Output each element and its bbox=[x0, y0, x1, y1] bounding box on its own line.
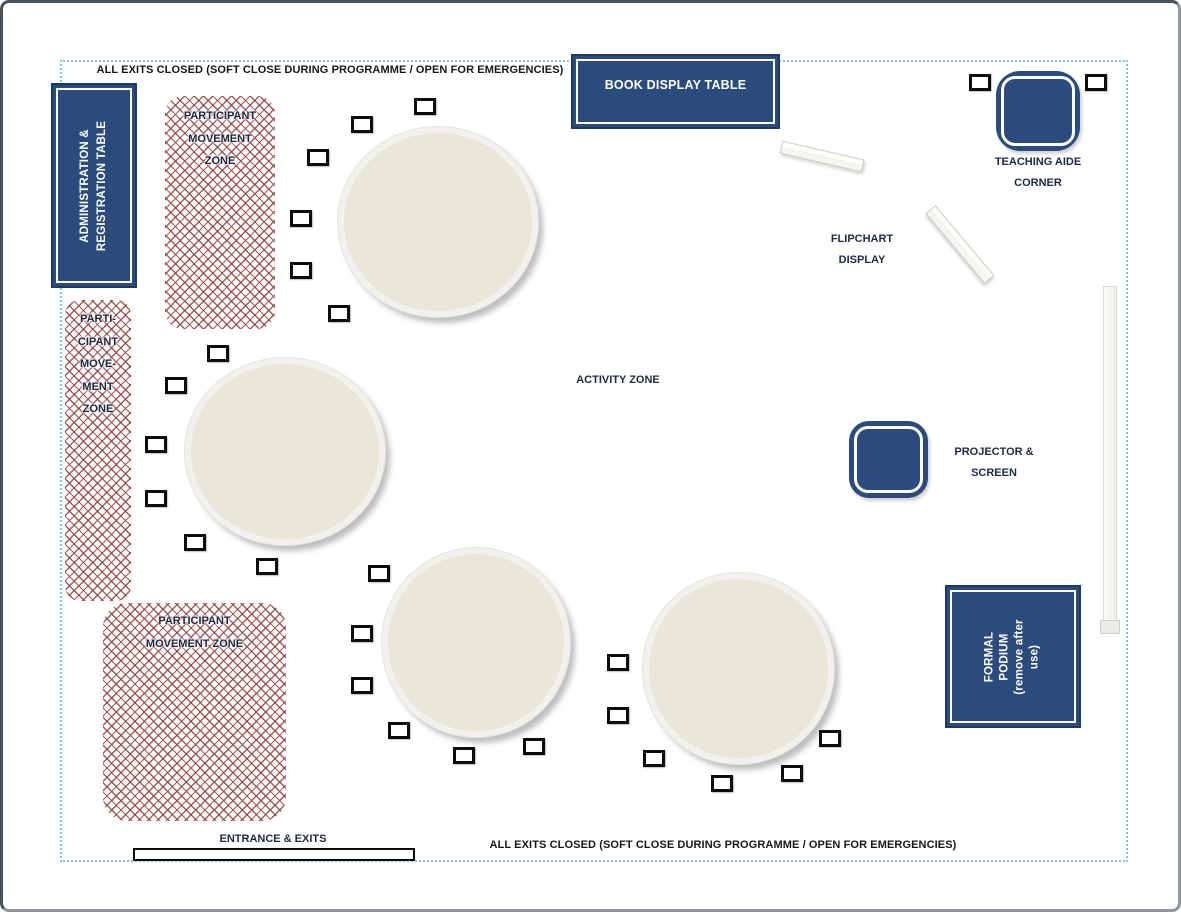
chair bbox=[523, 738, 545, 755]
zone-bottom-line2: MOVEMENT ZONE bbox=[145, 637, 244, 650]
book-display-table: BOOK DISPLAY TABLE bbox=[571, 54, 780, 129]
chair bbox=[351, 116, 373, 133]
projector-label-line2: SCREEN bbox=[971, 467, 1017, 479]
round-table bbox=[382, 548, 570, 737]
chair bbox=[351, 677, 373, 694]
chair bbox=[1085, 74, 1107, 91]
participant-zone-left: PARTI- CIPANT MOVE- MENT ZONE bbox=[65, 300, 131, 601]
chair bbox=[165, 377, 187, 394]
chair bbox=[388, 722, 410, 739]
podium-label-line3: (remove after bbox=[1014, 618, 1026, 695]
chair bbox=[184, 534, 206, 551]
teaching-aide-label-line1: TEACHING AIDE bbox=[994, 156, 1082, 168]
formal-podium: FORMAL PODIUM (remove after use) bbox=[945, 585, 1081, 728]
zone-left-line1: PARTI- bbox=[80, 313, 116, 325]
chair bbox=[607, 707, 629, 724]
chair bbox=[145, 490, 167, 507]
projection-screen-bar bbox=[1103, 286, 1117, 622]
chair bbox=[781, 765, 803, 782]
chair bbox=[453, 747, 475, 764]
chair bbox=[207, 345, 229, 362]
zone-left-line3: MOVE- bbox=[79, 358, 117, 370]
round-table bbox=[643, 573, 834, 764]
chair bbox=[351, 625, 373, 642]
zone-top-line1: PARTICIPANT bbox=[183, 110, 257, 122]
bottom-exit-notice: ALL EXITS CLOSED (SOFT CLOSE DURING PROG… bbox=[489, 839, 957, 851]
flipchart-label-line2: DISPLAY bbox=[838, 254, 886, 266]
chair bbox=[414, 98, 436, 115]
chair bbox=[607, 654, 629, 671]
admin-label-line1: ADMINISTRATION & bbox=[79, 128, 91, 243]
chair bbox=[256, 558, 278, 575]
zone-top-line3: ZONE bbox=[204, 155, 236, 167]
activity-zone-label: ACTIVITY ZONE bbox=[576, 374, 660, 386]
entrance-exit-door bbox=[133, 848, 415, 861]
chair bbox=[711, 775, 733, 792]
zone-top-line2: MOVEMENT bbox=[188, 132, 252, 145]
chair bbox=[290, 210, 312, 227]
projector-label: PROJECTOR & SCREEN bbox=[939, 442, 1049, 484]
chair bbox=[145, 436, 167, 453]
chair bbox=[819, 730, 841, 747]
round-table bbox=[338, 127, 538, 317]
podium-label-line1: FORMAL bbox=[984, 631, 996, 682]
chair bbox=[307, 149, 329, 166]
administration-registration-table: ADMINISTRATION & REGISTRATION TABLE bbox=[51, 83, 137, 288]
zone-left-line5: ZONE bbox=[82, 403, 114, 415]
projector-label-line1: PROJECTOR & bbox=[954, 446, 1034, 458]
admin-label-line2: REGISTRATION TABLE bbox=[96, 120, 108, 251]
participant-zone-bottom: PARTICIPANT MOVEMENT ZONE bbox=[103, 603, 286, 821]
chair bbox=[368, 565, 390, 582]
podium-label-line4: use) bbox=[1029, 644, 1041, 669]
room-floor-plan: ALL EXITS CLOSED (SOFT CLOSE DURING PROG… bbox=[3, 3, 1178, 909]
chair bbox=[643, 750, 665, 767]
zone-left-line2: CIPANT bbox=[77, 335, 119, 348]
chair bbox=[969, 74, 991, 91]
chair bbox=[328, 305, 350, 322]
round-table bbox=[185, 358, 385, 545]
zone-bottom-line1: PARTICIPANT bbox=[158, 615, 231, 627]
zone-left-line4: MENT bbox=[82, 380, 114, 393]
chair bbox=[290, 262, 312, 279]
book-display-label: BOOK DISPLAY TABLE bbox=[604, 78, 747, 92]
projector-station bbox=[849, 421, 928, 498]
flipchart-label: FLIPCHART DISPLAY bbox=[812, 229, 912, 271]
teaching-aide-label: TEACHING AIDE CORNER bbox=[978, 152, 1098, 194]
podium-label-line2: PODIUM bbox=[999, 632, 1011, 681]
top-exit-notice: ALL EXITS CLOSED (SOFT CLOSE DURING PROG… bbox=[96, 64, 564, 76]
participant-zone-top: PARTICIPANT MOVEMENT ZONE bbox=[165, 96, 275, 329]
projection-screen-base bbox=[1100, 620, 1120, 634]
entrance-label: ENTRANCE & EXITS bbox=[219, 833, 327, 845]
teaching-aide-station bbox=[996, 71, 1080, 151]
teaching-aide-label-line2: CORNER bbox=[1014, 177, 1062, 189]
flipchart-label-line1: FLIPCHART bbox=[830, 233, 894, 245]
